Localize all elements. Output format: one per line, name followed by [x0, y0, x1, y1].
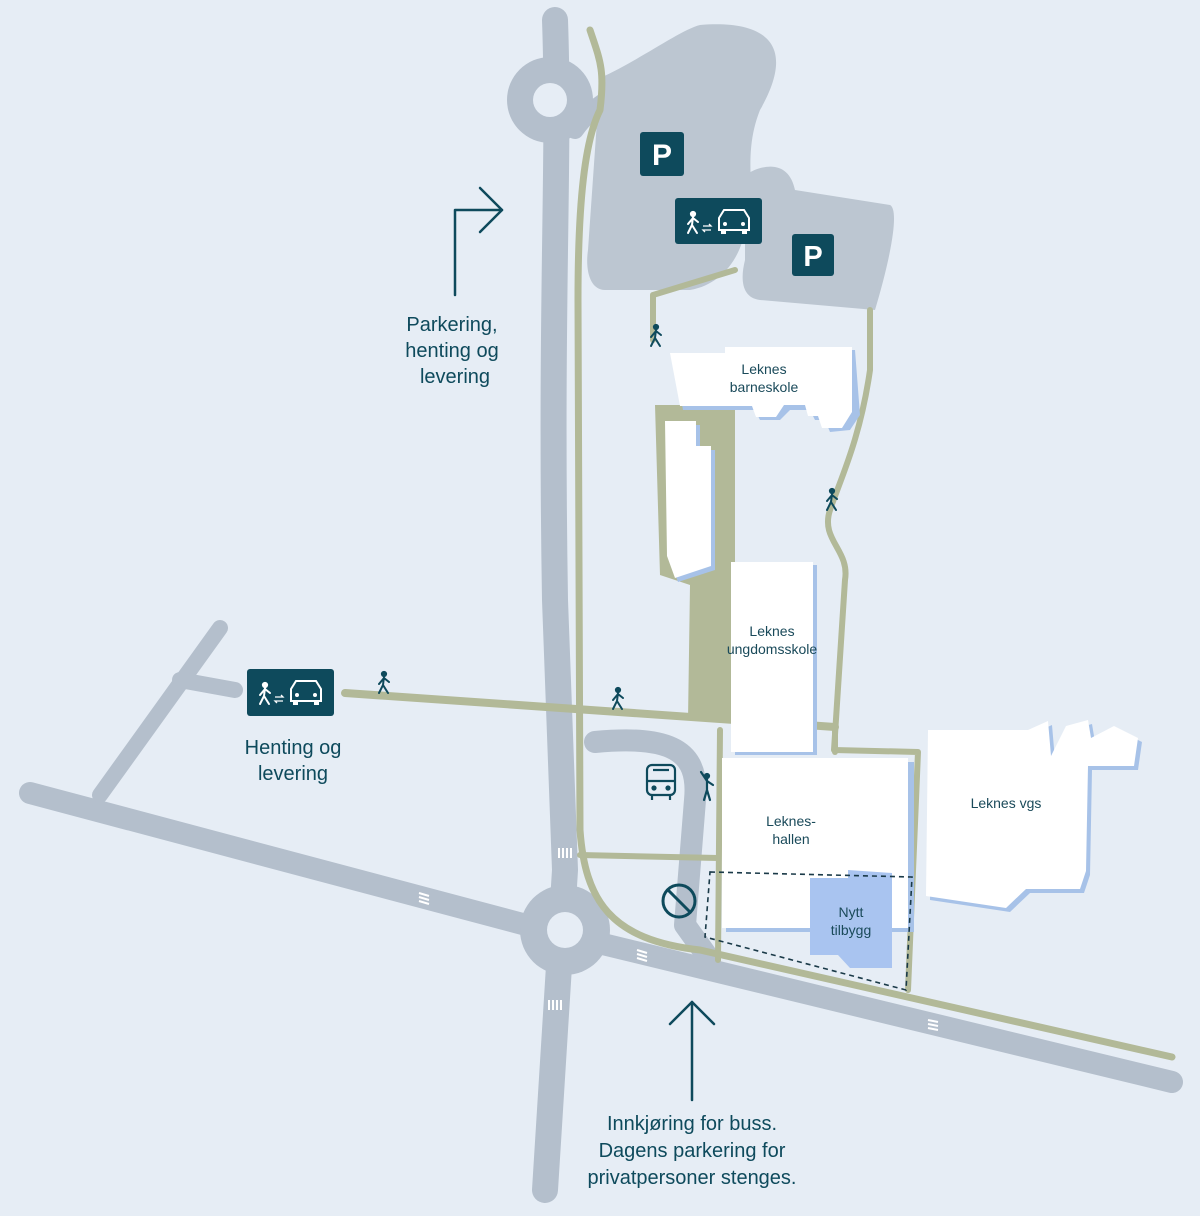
parking-sign-icon: P — [640, 132, 684, 176]
tilbygg-label-line2: tilbygg — [831, 922, 871, 938]
building-ungdomsskole — [731, 562, 813, 752]
svg-text:Henting og: Henting og — [245, 737, 342, 759]
callout-bus-line3: privatpersoner stenges. — [587, 1167, 796, 1189]
crosswalks — [418, 848, 939, 1031]
turn-arrow-icon — [453, 186, 504, 297]
callout-parking-line3: levering — [420, 366, 490, 388]
svg-text:levering: levering — [420, 366, 490, 388]
svg-text:Dagens parkering for: Dagens parkering for — [599, 1140, 786, 1162]
svg-text:Leknes-: Leknes- — [766, 813, 816, 829]
waving-person-icon — [699, 770, 715, 802]
building-labels: Leknes barneskole Leknes ungdomsskole Le… — [727, 361, 1042, 938]
bus-road — [584, 729, 721, 971]
left-branch-road-2 — [172, 672, 243, 698]
callout-parking: Parkering, henting og levering — [405, 314, 498, 388]
callout-parking-line2: henting og — [405, 340, 498, 362]
barneskole-label-line1: Leknes — [741, 361, 786, 377]
north-south-road — [532, 7, 578, 1203]
up-arrow-icon — [668, 1000, 716, 1102]
roundabout-north-island — [533, 83, 567, 117]
svg-text:privatpersoner stenges.: privatpersoner stenges. — [587, 1167, 796, 1189]
pickup-dropoff-icon — [247, 669, 334, 716]
bus-icon — [645, 763, 677, 800]
svg-text:P: P — [652, 139, 672, 172]
left-branch-road-1 — [92, 620, 228, 803]
svg-text:henting og: henting og — [405, 340, 498, 362]
svg-text:Leknes: Leknes — [741, 361, 786, 377]
building-barneskole — [670, 347, 852, 428]
tilbygg-label-line1: Nytt — [839, 904, 864, 920]
svg-text:Parkering,: Parkering, — [406, 314, 497, 336]
svg-text:Nytt: Nytt — [839, 904, 864, 920]
building-barneskole-wing — [665, 421, 711, 578]
callout-bus-line1: Innkjøring for buss. — [607, 1113, 777, 1135]
ungdomsskole-label-line1: Leknes — [749, 623, 794, 639]
callout-pickup-line2: levering — [258, 763, 328, 785]
barneskole-label-line2: barneskole — [730, 379, 799, 395]
construction-boundary — [704, 871, 913, 992]
svg-text:P: P — [803, 241, 822, 273]
hallen-label-line2: hallen — [772, 831, 809, 847]
pickup-dropoff-icon — [675, 198, 762, 244]
roundabout-south-island — [547, 912, 583, 948]
callout-bus-entry: Innkjøring for buss. Dagens parkering fo… — [587, 1113, 796, 1189]
callout-parking-line1: Parkering, — [406, 314, 497, 336]
callout-pickup: Henting og levering — [245, 737, 342, 785]
ungdomsskole-label-line2: ungdomsskole — [727, 641, 817, 657]
vgs-label: Leknes vgs — [971, 795, 1042, 811]
building-vgs — [926, 720, 1138, 908]
svg-text:tilbygg: tilbygg — [831, 922, 871, 938]
svg-text:Innkjøring for buss.: Innkjøring for buss. — [607, 1113, 777, 1135]
svg-text:ungdomsskole: ungdomsskole — [727, 641, 817, 657]
callout-pickup-line1: Henting og — [245, 737, 342, 759]
parking-sign-icon: P — [792, 234, 834, 276]
no-entry-icon — [661, 883, 697, 919]
svg-text:barneskole: barneskole — [730, 379, 799, 395]
svg-text:Leknes: Leknes — [749, 623, 794, 639]
svg-text:Leknes vgs: Leknes vgs — [971, 795, 1042, 811]
building-nytt-tilbygg — [810, 870, 892, 968]
svg-text:levering: levering — [258, 763, 328, 785]
hallen-label-line1: Leknes- — [766, 813, 816, 829]
buildings — [665, 347, 1142, 992]
svg-text:hallen: hallen — [772, 831, 809, 847]
callout-bus-line2: Dagens parkering for — [599, 1140, 786, 1162]
